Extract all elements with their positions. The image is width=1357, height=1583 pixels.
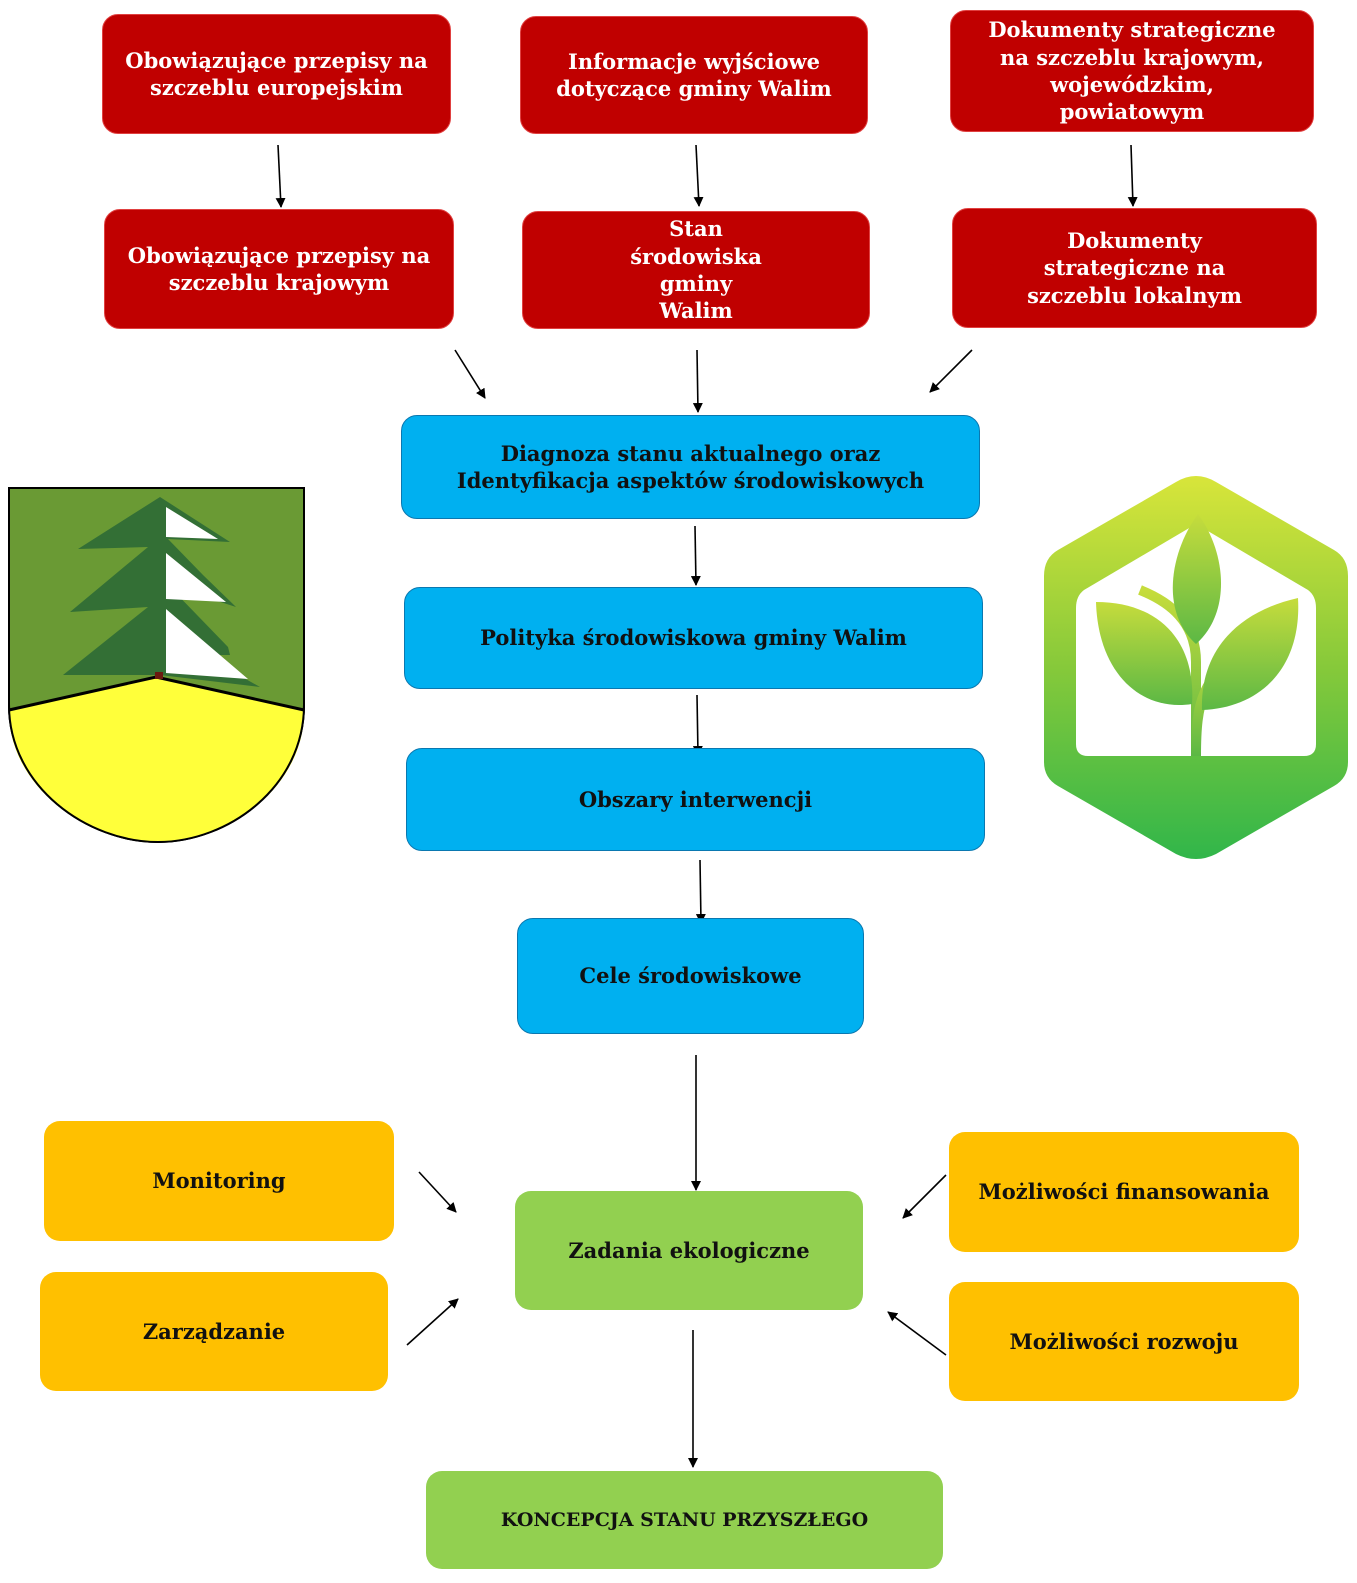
management-box: Zarządzanie [40, 1272, 388, 1391]
arrow-monitoring-to-tasks [418, 1171, 457, 1213]
arrow-national-to-diagnosis [454, 349, 486, 399]
arrow-eu-to-national [275, 144, 286, 208]
arrow-state-to-diagnosis [692, 349, 703, 413]
eco-plant-house-icon [1044, 476, 1348, 859]
arrow-policy-to-areas [692, 694, 703, 756]
monitoring-box: Monitoring [44, 1121, 394, 1241]
local-strategic-documents-box: Dokumenty strategiczne na szczeblu lokal… [952, 208, 1317, 328]
arrow-management-to-tasks [406, 1298, 459, 1346]
environmental-policy-box: Polityka środowiskowa gminy Walim [404, 587, 983, 689]
coat-of-arms-icon [8, 487, 305, 844]
arrow-development-to-tasks [887, 1311, 947, 1356]
future-state-concept-box: KONCEPCJA STANU PRZYSZŁEGO [426, 1471, 943, 1569]
national-regulations-box: Obowiązujące przepisy na szczeblu krajow… [104, 209, 454, 329]
arrow-info-to-state [693, 144, 704, 207]
environmental-goals-box: Cele środowiskowe [517, 918, 864, 1034]
diagnosis-box: Diagnoza stanu aktualnego oraz Identyfik… [401, 415, 980, 519]
eu-regulations-box: Obowiązujące przepisy na szczeblu europe… [102, 14, 451, 134]
arrow-local-to-diagnosis [929, 349, 973, 393]
environment-state-box: Stan środowiska gminy Walim [522, 211, 870, 329]
financing-box: Możliwości finansowania [949, 1132, 1299, 1252]
development-box: Możliwości rozwoju [949, 1282, 1299, 1401]
arrow-diagnosis-to-policy [690, 525, 701, 586]
intervention-areas-box: Obszary interwencji [406, 748, 985, 851]
initial-information-box: Informacje wyjściowe dotyczące gminy Wal… [520, 16, 868, 134]
arrow-areas-to-goals [695, 859, 706, 924]
strategic-documents-box: Dokumenty strategiczne na szczeblu krajo… [950, 10, 1314, 132]
ecological-tasks-box: Zadania ekologiczne [515, 1191, 863, 1310]
arrow-financing-to-tasks [902, 1174, 947, 1219]
arrow-strategic-to-local [1127, 144, 1138, 207]
